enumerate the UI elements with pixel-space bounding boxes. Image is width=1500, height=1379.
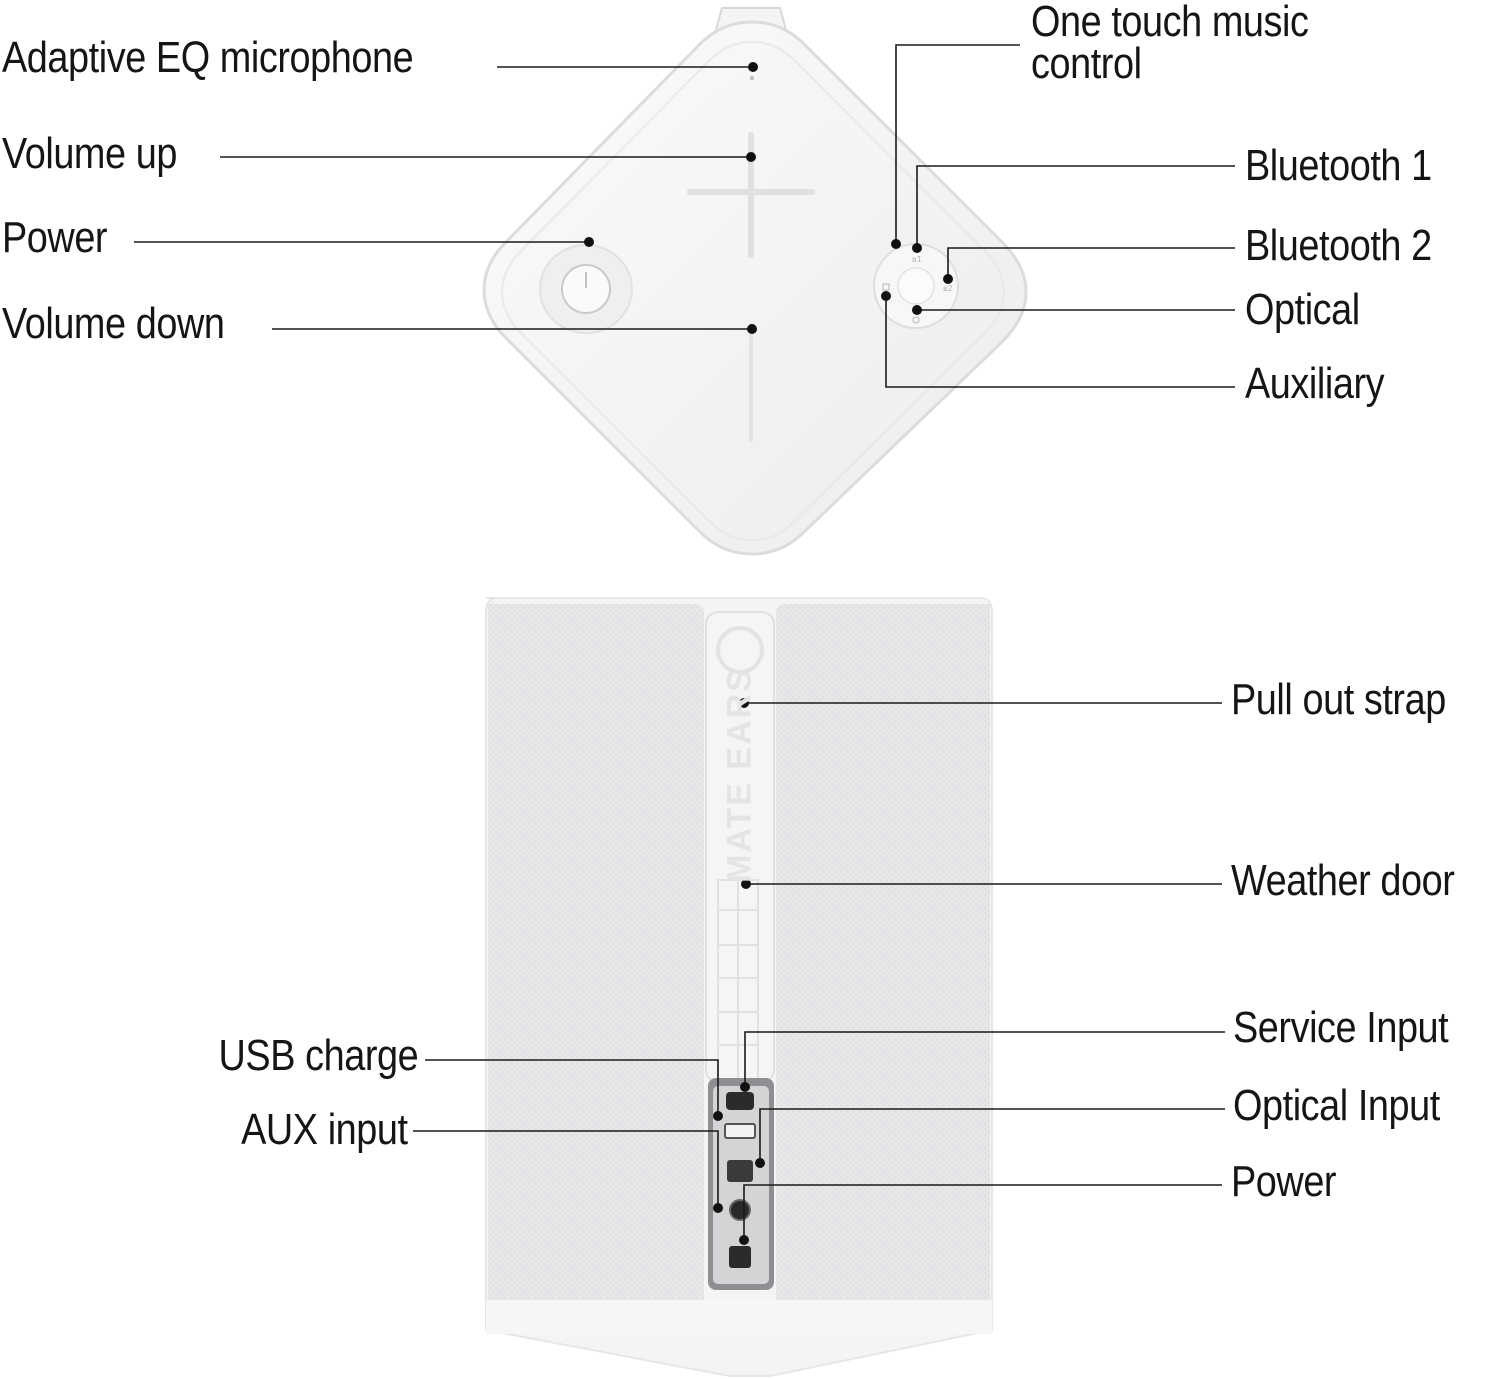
weather-door-ribs [717,879,759,1081]
one-touch-control[interactable]: ʙ1 ʙ2 [873,243,959,329]
label-one-touch-line1: One touch music [1031,0,1309,46]
label-volume-down: Volume down [2,299,225,348]
label-pull-out-strap: Pull out strap [1231,675,1446,724]
label-weather-door: Weather door [1231,856,1455,905]
aux-port-icon[interactable] [729,1199,751,1221]
label-bluetooth-1: Bluetooth 1 [1245,141,1432,190]
optical-icon [912,316,920,324]
top-diamond-inner [500,40,1006,542]
optical-port-icon[interactable] [727,1160,753,1182]
aux-icon [882,283,890,291]
microphone-icon [750,76,754,80]
usb-port-icon[interactable] [724,1123,756,1139]
label-bluetooth-2: Bluetooth 2 [1245,221,1432,270]
top-diamond-body [482,20,1028,556]
power-button[interactable] [539,244,633,334]
brand-logo-text: MATE EARS [720,667,759,883]
label-adaptive-eq-microphone: Adaptive EQ microphone [2,33,414,82]
strap-ring [716,626,764,674]
label-volume-up: Volume up [2,129,177,178]
label-power-top: Power [2,213,108,262]
label-aux-input: AUX input [241,1105,408,1154]
callout-dots [584,62,953,1245]
bluetooth-icon: ʙ1 [912,255,922,264]
speaker-side-view [485,597,993,1377]
side-base-band [486,1300,992,1334]
power-port-icon[interactable] [729,1246,751,1268]
label-one-touch-line2: control [1031,39,1142,88]
speaker-top-view: ʙ1 ʙ2 [482,7,1028,556]
label-usb-charge: USB charge [218,1031,418,1080]
label-optical: Optical [1245,285,1360,334]
label-service-input: Service Input [1233,1003,1449,1052]
bluetooth-icon: ʙ2 [943,284,953,293]
fabric-right-panel [776,604,990,1300]
label-optical-input: Optical Input [1233,1081,1440,1130]
port-panel [708,1078,774,1290]
label-power-side: Power [1231,1157,1337,1206]
service-port-icon[interactable] [726,1092,754,1110]
power-icon [561,264,611,314]
play-pause-icon[interactable] [897,267,935,305]
leader-lines [134,44,1235,1240]
label-auxiliary: Auxiliary [1245,359,1385,408]
fabric-left-panel [488,604,704,1300]
